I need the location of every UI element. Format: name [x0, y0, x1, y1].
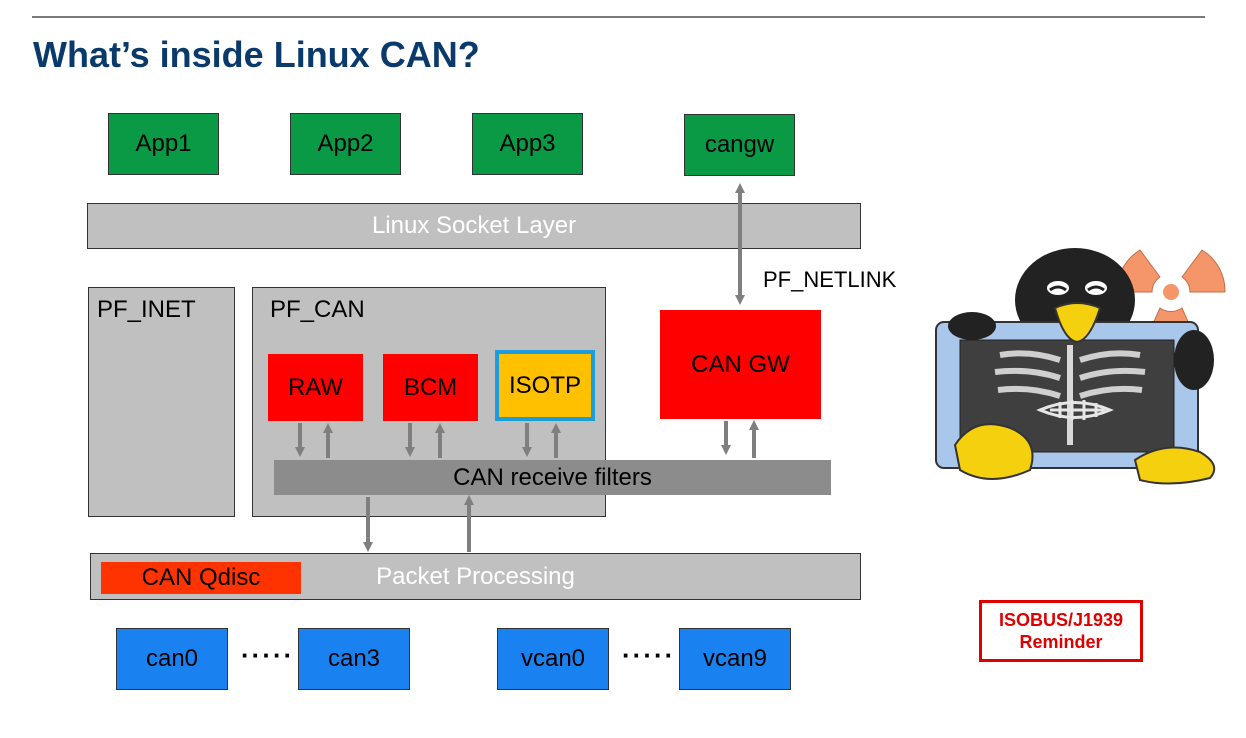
app2-box: App2: [290, 113, 401, 175]
can3-box: can3: [298, 628, 410, 690]
socket-layer-label: Linux Socket Layer: [371, 212, 577, 239]
socket-layer: Linux Socket Layer: [87, 203, 861, 249]
packet-processing-label: Packet Processing: [376, 562, 575, 590]
top-rule: [32, 16, 1205, 18]
pf-inet-box: PF_INET: [88, 287, 235, 517]
can-receive-filters: CAN receive filters: [274, 460, 831, 495]
can-gw-box: CAN GW: [660, 310, 821, 419]
vcan9-box: vcan9: [679, 628, 791, 690]
ellipsis-vcan: ·····: [622, 640, 676, 670]
pf-inet-label: PF_INET: [97, 296, 196, 323]
page-title: What’s inside Linux CAN?: [33, 34, 480, 75]
can-qdisc-box: CAN Qdisc: [101, 562, 301, 594]
bcm-box: BCM: [383, 354, 478, 421]
can0-box: can0: [116, 628, 228, 690]
app1-box: App1: [108, 113, 219, 175]
ellipsis-can: ·····: [241, 640, 295, 670]
linux-penguin-xray-icon: [935, 248, 1216, 485]
raw-box: RAW: [268, 354, 363, 421]
pf-netlink-label: PF_NETLINK: [763, 267, 897, 292]
reminder-line2: Reminder: [1019, 632, 1103, 652]
app3-box: App3: [472, 113, 583, 175]
vcan0-box: vcan0: [497, 628, 609, 690]
isobus-reminder-box: ISOBUS/J1939 Reminder: [979, 600, 1143, 662]
reminder-line1: ISOBUS/J1939: [998, 609, 1124, 630]
pf-can-label: PF_CAN: [270, 296, 365, 323]
isotp-box: ISOTP: [495, 350, 595, 421]
cangw-box: cangw: [684, 114, 795, 176]
